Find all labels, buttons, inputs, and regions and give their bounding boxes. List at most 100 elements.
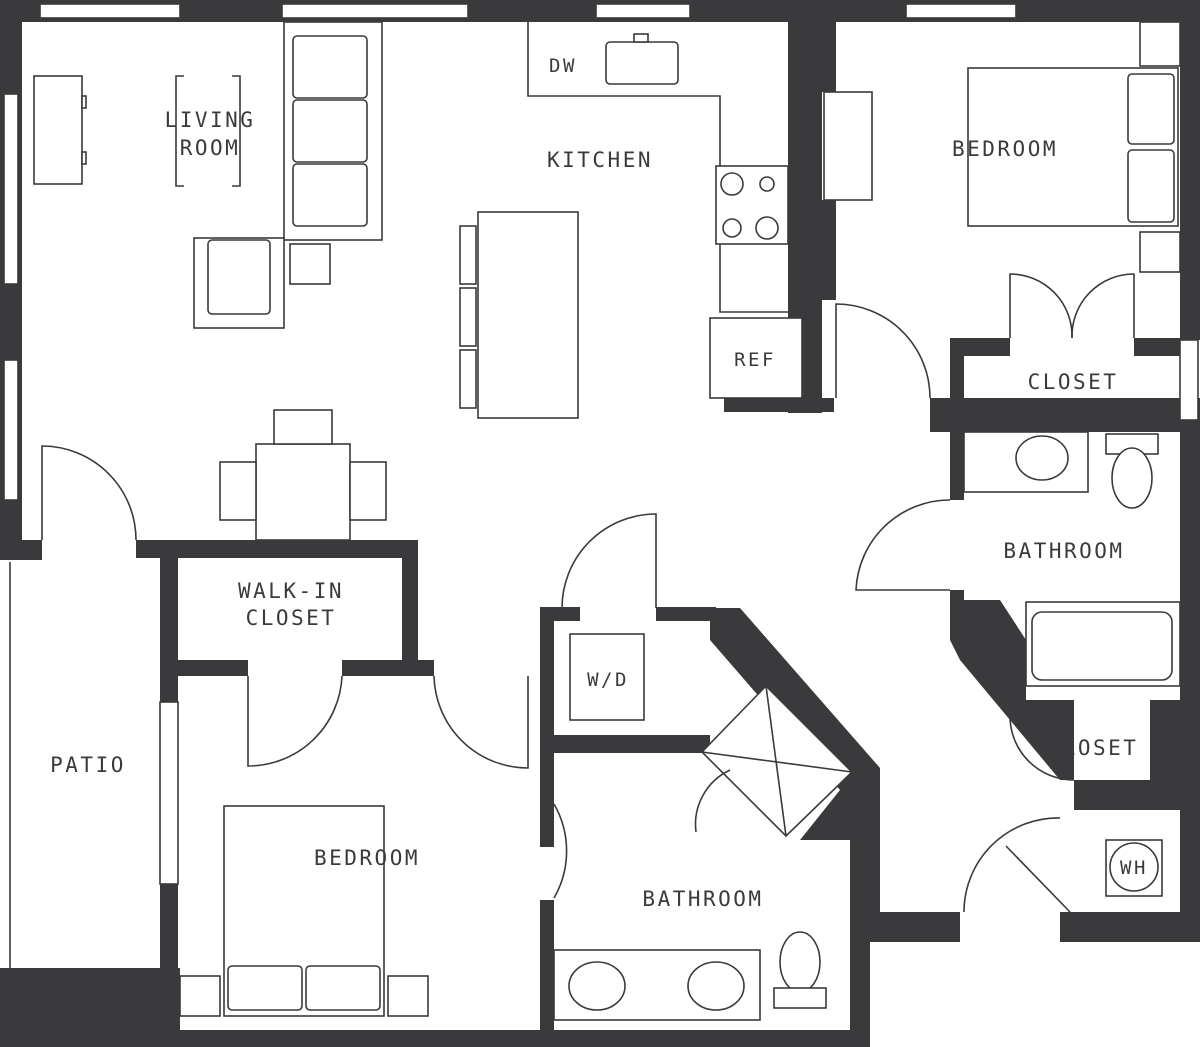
toilet-2-bowl [779, 931, 821, 993]
wall-outer-right [1180, 0, 1200, 340]
burner-3 [722, 218, 742, 238]
window-patio-door [159, 701, 179, 885]
wall-bath1-diagonal [950, 600, 1074, 780]
sofa-cushion-1 [292, 35, 368, 99]
wall-closet2-right [1150, 700, 1200, 810]
wall-closet-top-r [1134, 338, 1194, 356]
wall-outer-bottom-right-b [1060, 912, 1200, 942]
door-water-heater [963, 817, 1061, 913]
tv-console [33, 75, 83, 185]
wall-walkin-bottom [160, 660, 248, 676]
cooktop [715, 165, 789, 245]
label-washer-dryer: W/D [587, 669, 629, 691]
window-top-1 [39, 3, 181, 19]
nightstand-2a [179, 975, 221, 1017]
label-refrigerator: REF [734, 349, 776, 371]
wall-patio-top [0, 540, 42, 560]
wall-walkin-left [160, 540, 178, 670]
wall-bath1-left [950, 430, 964, 500]
window-left-1 [3, 93, 19, 285]
desk-1 [823, 91, 873, 201]
water-heater-tank [1109, 842, 1159, 892]
window-top-3 [595, 3, 691, 19]
label-bathroom-2: BATHROOM [642, 887, 763, 911]
wall-walkin-right [402, 540, 418, 675]
dining-chair-right [349, 461, 387, 521]
sofa-cushion-2 [292, 99, 368, 163]
window-left-2 [3, 359, 19, 501]
label-walk-in-closet-line2: CLOSET [246, 606, 337, 630]
stool-1 [459, 225, 477, 285]
door-closet-2 [1009, 713, 1075, 781]
sofa-cushion-3 [292, 163, 368, 227]
living-fixtures [33, 21, 387, 541]
burner-1 [720, 172, 744, 196]
side-table [289, 243, 331, 285]
door-shower [694, 769, 731, 833]
wall-outer-bottom [160, 1030, 870, 1047]
kitchen-faucet [633, 33, 649, 43]
wall-closet-top [950, 338, 1010, 356]
wall-center-diagonal [710, 608, 880, 912]
bed-2-pillow-1 [227, 965, 303, 1011]
tv-leg-1 [81, 95, 87, 109]
wall-wd-left [540, 607, 554, 847]
labels: LIVING ROOM KITCHEN DW REF BEDROOM CLOSE… [50, 55, 1148, 911]
door-closet-1-right [1071, 273, 1135, 339]
dining-chair-top [273, 409, 333, 445]
label-kitchen: KITCHEN [547, 148, 653, 172]
window-top-4 [905, 3, 1017, 19]
kitchen-sink [605, 41, 679, 85]
bathroom-1-fixtures [963, 431, 1181, 897]
armchair-seat [207, 239, 271, 315]
label-bedroom-1: BEDROOM [952, 137, 1058, 161]
door-water-heater-panel [1005, 845, 1071, 913]
wall-bedroom-jamb [822, 200, 836, 300]
bathtub-basin [1031, 611, 1173, 681]
label-bathroom-1: BATHROOM [1003, 539, 1124, 563]
burner-2 [759, 176, 775, 192]
water-heater-box [1105, 839, 1163, 897]
door-bedroom-1 [835, 303, 931, 399]
sink-2a [568, 961, 626, 1011]
wall-closet-bottom [930, 398, 1200, 432]
bed-1-pillow-2 [1127, 149, 1175, 223]
bed-1-pillow-1 [1127, 73, 1175, 145]
label-living-room-line2: ROOM [180, 136, 241, 160]
wall-walkin-bottom-r [342, 660, 434, 676]
washer-dryer [569, 633, 645, 721]
wall-bath2-left [540, 900, 554, 1040]
wall-kitchen-bottom [724, 398, 834, 412]
bed-2-pillow-2 [305, 965, 381, 1011]
window-top-2 [281, 3, 469, 19]
nightstand-1b [1139, 231, 1181, 273]
wall-outer-bottom-left [0, 968, 180, 1047]
label-water-heater: WH [1120, 857, 1148, 879]
door-closet-1-left [1009, 273, 1073, 339]
label-bedroom-2: BEDROOM [314, 846, 420, 870]
sink-1 [1015, 435, 1069, 481]
shower-drain-line-1 [765, 685, 787, 837]
tv-leg-2 [81, 151, 87, 165]
wall-walkin-top [136, 540, 418, 558]
stool-2 [459, 287, 477, 347]
door-walk-in-closet [247, 675, 343, 767]
kitchen-island [477, 211, 579, 419]
door-laundry [561, 513, 657, 609]
windows [3, 3, 1199, 968]
coffee-table-right [232, 75, 241, 187]
wall-bedroom-window-left [822, 18, 836, 92]
door-bedroom-2 [433, 675, 529, 769]
door-bathroom-2 [553, 803, 568, 899]
label-closet-2: CLOSET [1048, 736, 1139, 760]
kitchen-fixtures [459, 22, 803, 419]
wall-closet2-top [1010, 700, 1074, 714]
door-entry [41, 445, 137, 541]
doors [41, 273, 1135, 913]
toilet-1-bowl [1111, 447, 1153, 509]
nightstand-1a [1139, 21, 1181, 67]
wall-wd-bottom [540, 735, 710, 753]
bedroom-2-fixtures [179, 805, 429, 1017]
window-right [1179, 339, 1199, 421]
